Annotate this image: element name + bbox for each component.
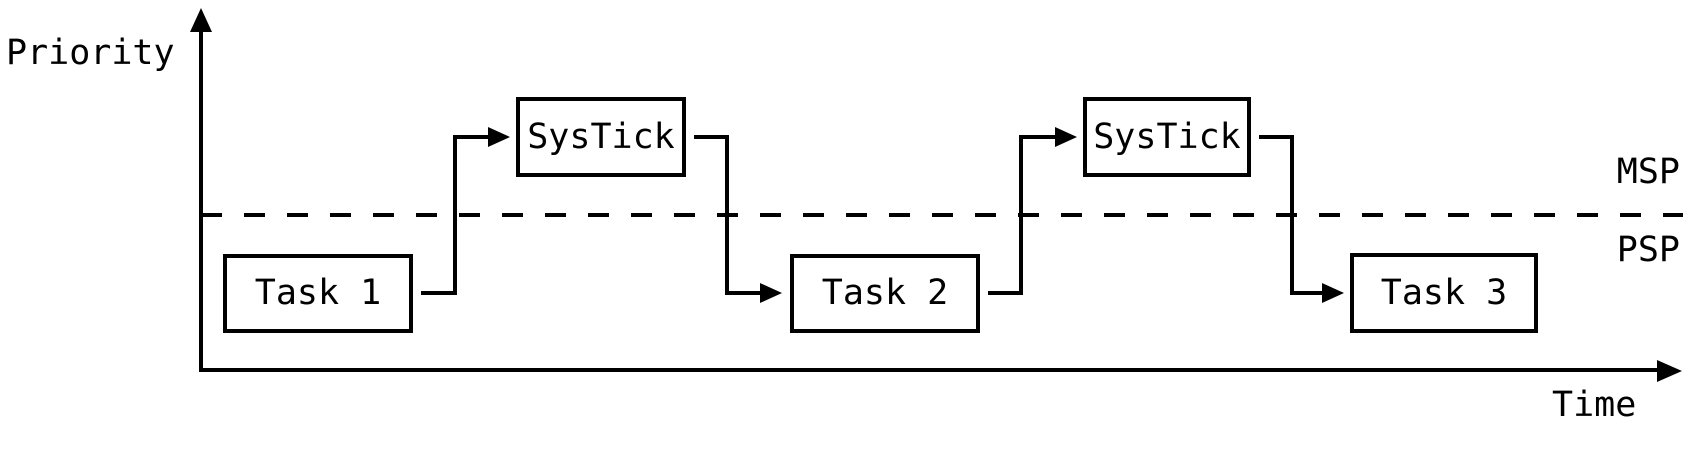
task-1-label: Task 1 [254,273,382,313]
arrow-task1-to-systick1-arrowhead [488,127,510,147]
x-axis-arrowhead [1657,360,1682,382]
task-2-label: Task 2 [821,273,949,313]
arrow-task2-to-systick2-vertical [1019,135,1023,295]
systick-2-label: SysTick [1093,116,1241,157]
msp-psp-separator-line [201,213,1683,217]
systick-2-box: SysTick [1083,97,1251,177]
systick-1-label: SysTick [527,116,675,157]
arrow-systick2-to-task3-stub [1259,135,1294,139]
task-1-box: Task 1 [223,254,413,333]
x-axis-label: Time [1552,385,1637,425]
task-2-box: Task 2 [790,254,980,333]
arrow-task1-to-systick1-stub [421,291,457,295]
arrow-systick1-to-task2-horizontal [725,291,763,295]
arrow-task2-to-systick2-stub [988,291,1023,295]
arrow-task2-to-systick2-arrowhead [1055,127,1077,147]
y-axis-label: Priority [6,33,175,73]
arrow-systick1-to-task2-stub [694,135,729,139]
systick-1-box: SysTick [516,97,686,177]
task-3-box: Task 3 [1350,253,1538,333]
arrow-systick2-to-task3-vertical [1290,135,1294,295]
arrow-task1-to-systick1-horizontal [453,135,491,139]
y-axis-arrowhead [190,8,212,32]
arrow-systick2-to-task3-horizontal [1290,291,1326,295]
arrow-systick2-to-task3-arrowhead [1322,283,1344,303]
arrow-task2-to-systick2-horizontal [1019,135,1058,139]
arrow-systick1-to-task2-vertical [725,135,729,295]
task-3-label: Task 3 [1380,272,1508,313]
y-axis-line [199,30,203,372]
arrow-task1-to-systick1-vertical [453,135,457,295]
arrow-systick1-to-task2-arrowhead [760,283,782,303]
msp-region-label: MSP [1616,152,1680,192]
x-axis-line [201,368,1659,372]
psp-region-label: PSP [1616,230,1680,270]
